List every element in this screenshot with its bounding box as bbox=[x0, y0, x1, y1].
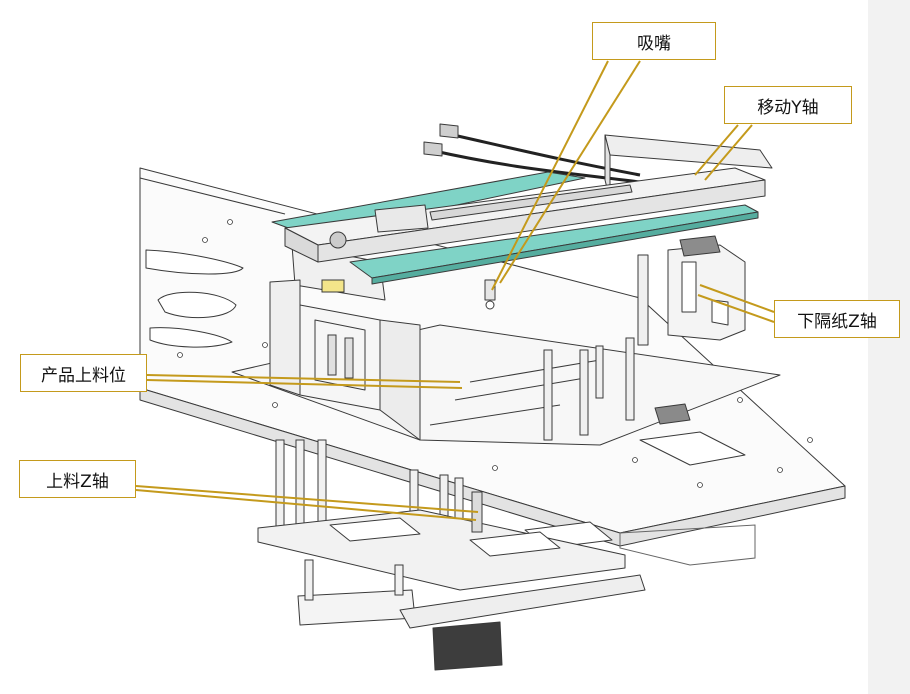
leader-loading-position bbox=[146, 374, 461, 383]
leader-y-axis bbox=[694, 124, 739, 176]
leader-nozzle bbox=[491, 60, 609, 291]
under-plate-box bbox=[619, 524, 756, 566]
label-y-axis-text: 移动Y轴 bbox=[757, 97, 819, 118]
label-separator-z-axis-text: 下隔纸Z轴 bbox=[797, 311, 877, 332]
leader-loading-position bbox=[146, 379, 463, 389]
label-nozzle-text: 吸嘴 bbox=[637, 33, 671, 54]
slider-block bbox=[374, 204, 429, 233]
plate-connector-block bbox=[654, 403, 691, 425]
leader-loading-z bbox=[135, 485, 479, 513]
leader-loading-z bbox=[135, 489, 477, 521]
leader-separator-z bbox=[697, 294, 775, 323]
label-nozzle: 吸嘴 bbox=[592, 22, 716, 60]
right-margin-strip bbox=[868, 0, 910, 694]
plate-cutout bbox=[145, 249, 244, 275]
leader-y-axis bbox=[704, 124, 753, 181]
separator-z-axis-assembly bbox=[637, 235, 746, 346]
cables bbox=[423, 123, 641, 184]
label-y-axis: 移动Y轴 bbox=[724, 86, 852, 124]
plate-cutout bbox=[639, 431, 746, 466]
center-guide-rods bbox=[543, 337, 635, 441]
suction-nozzle bbox=[484, 279, 496, 310]
leader-separator-z bbox=[699, 284, 775, 313]
mounting-holes bbox=[177, 219, 813, 488]
stepper-motor bbox=[432, 621, 503, 671]
label-separator-z-axis: 下隔纸Z轴 bbox=[774, 300, 900, 338]
leader-lines bbox=[135, 60, 775, 521]
label-loading-position-text: 产品上料位 bbox=[41, 365, 126, 386]
leader-nozzle bbox=[499, 60, 641, 284]
label-loading-z-axis-text: 上料Z轴 bbox=[46, 471, 109, 492]
cable-connector bbox=[423, 141, 443, 157]
y-axis-module bbox=[271, 134, 773, 285]
cable-connector bbox=[439, 123, 459, 139]
plate-cutout bbox=[157, 291, 237, 319]
plate-cutout bbox=[149, 327, 233, 348]
linear-rail bbox=[429, 184, 633, 221]
label-loading-z-axis: 上料Z轴 bbox=[19, 460, 136, 498]
label-loading-position: 产品上料位 bbox=[20, 354, 147, 392]
